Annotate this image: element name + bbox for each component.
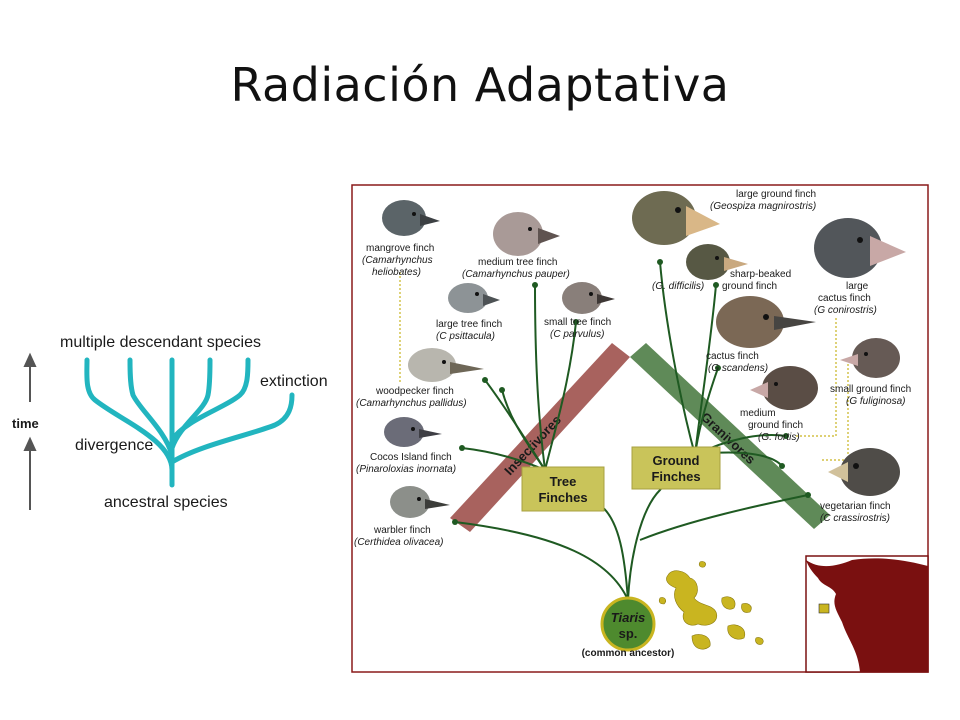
tree-finches-line2: Finches: [538, 490, 587, 505]
finch-name: vegetarian finch: [820, 501, 891, 512]
finch-birds: [382, 191, 906, 518]
finch-latin: (C crassirostris): [820, 513, 890, 524]
warbler-finch-bird: [390, 486, 450, 518]
finch-latin: (C psittacula): [436, 331, 495, 342]
finch-name: large ground finch: [736, 189, 816, 200]
cactus-finch-bird: [716, 296, 816, 348]
large-ground-finch-bird: [632, 191, 720, 245]
tree-finches-box: Tree Finches: [521, 466, 605, 512]
finch-latin: (G scandens): [708, 363, 768, 374]
ground-finches-line2: Finches: [651, 469, 700, 484]
finch-name: large tree finch: [436, 319, 502, 330]
small-tree-finch-bird: [562, 282, 615, 314]
finch-name: small ground finch: [830, 384, 911, 395]
finch-latin: (G conirostris): [814, 305, 877, 316]
finch-latin: (Certhidea olivacea): [354, 537, 444, 548]
large-cactus-finch-bird: [814, 218, 906, 278]
finch-name: medium tree finch: [478, 257, 557, 268]
common-ancestor: Tiaris sp. (common ancestor): [582, 596, 675, 659]
tree-branches: [84, 357, 295, 488]
finch-name: warbler finch: [373, 525, 431, 536]
finch-name: Cocos Island finch: [370, 452, 452, 463]
finch-diagram: Insectivores Granivores: [351, 184, 929, 673]
finch-latin: (Geospiza magnirostris): [710, 201, 816, 212]
ancestor-sp: sp.: [619, 626, 638, 641]
galapagos-islands-map: [658, 561, 764, 650]
finch-name: ground finch: [748, 420, 803, 431]
finch-latin: (G fuliginosa): [846, 396, 905, 407]
finch-name: large: [846, 281, 869, 292]
large-tree-finch-bird: [448, 283, 500, 313]
finch-latin: (G. fortis): [758, 432, 800, 443]
tree-finches-line1: Tree: [550, 474, 577, 489]
finch-name: medium: [740, 408, 776, 419]
extinction-label: extinction: [260, 373, 328, 390]
time-label: time: [12, 416, 39, 431]
sharp-beaked-ground-finch-bird: [686, 244, 748, 280]
finch-name: sharp-beaked: [730, 269, 791, 280]
medium-ground-finch-bird: [750, 366, 818, 410]
finch-latin: (G. difficilis): [652, 281, 704, 292]
mangrove-finch-bird: [382, 200, 440, 236]
finch-name: mangrove finch: [366, 243, 434, 254]
cocos-island-finch-bird: [384, 417, 442, 447]
slide-title: Radiación Adaptativa: [230, 58, 730, 112]
ancestral-species-label: ancestral species: [104, 494, 228, 511]
small-ground-finch-bird: [840, 338, 900, 378]
finch-latin: (Camarhynchus pallidus): [356, 398, 467, 409]
finch-name: ground finch: [722, 281, 777, 292]
vegetarian-finch-bird: [828, 448, 900, 496]
ground-finches-box: Ground Finches: [631, 446, 721, 490]
time-arrow-up: [23, 352, 37, 510]
finch-latin: (C parvulus): [550, 329, 604, 340]
finch-name: woodpecker finch: [375, 386, 454, 397]
finch-name: cactus finch: [818, 293, 871, 304]
finch-latin: (Pinaroloxias inornata): [356, 464, 456, 475]
branch-nodes: [452, 259, 811, 525]
ancestor-genus: Tiaris: [611, 610, 645, 625]
divergence-label: divergence: [75, 437, 153, 454]
ancestor-caption: (common ancestor): [582, 648, 675, 659]
finch-latin: heliobates): [372, 267, 421, 278]
finch-name: cactus finch: [706, 351, 759, 362]
south-america-inset-map: [805, 555, 929, 673]
descendant-species-label: multiple descendant species: [60, 334, 261, 351]
radiation-tree: time multiple descendant species extinct…: [12, 334, 328, 511]
finch-labels: mangrove finch (Camarhynchus heliobates)…: [354, 189, 911, 548]
woodpecker-finch-bird: [408, 348, 484, 382]
finch-name: small tree finch: [544, 317, 611, 328]
finch-latin: (Camarhynchus: [362, 255, 433, 266]
ground-finches-line1: Ground: [653, 453, 700, 468]
medium-tree-finch-bird: [493, 212, 560, 256]
finch-latin: (Camarhynchus pauper): [462, 269, 570, 280]
